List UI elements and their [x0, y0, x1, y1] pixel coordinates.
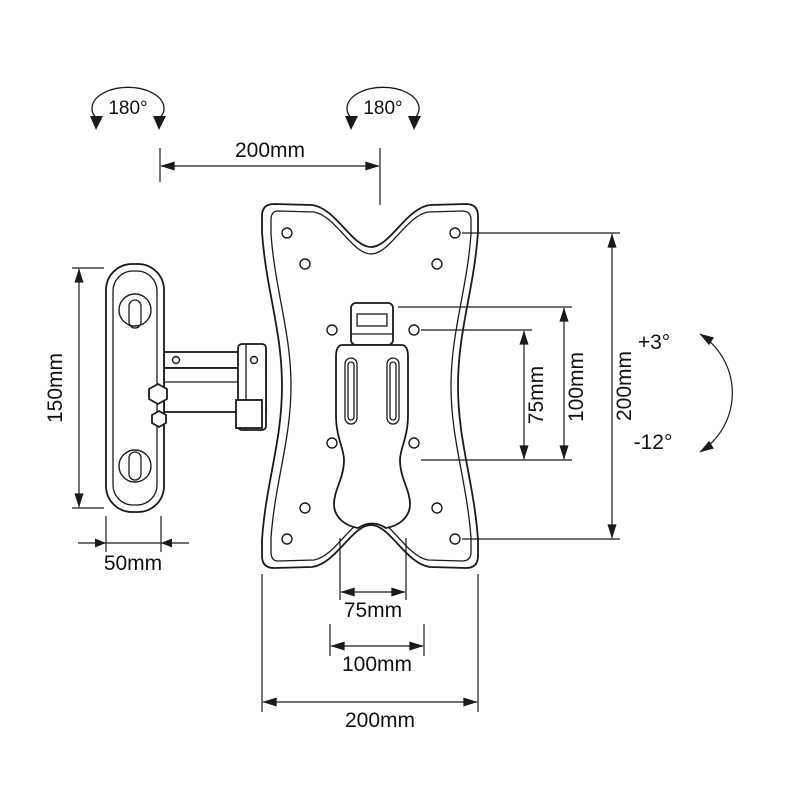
dimension-bottom-100: 100mm	[329, 624, 425, 676]
screw-hole	[408, 437, 420, 449]
arm-screw	[249, 355, 259, 365]
dimension-right-200: 200mm	[462, 232, 636, 540]
screw-hole	[431, 258, 443, 270]
rotation-left-label: 180°	[108, 98, 147, 119]
arrowhead-icon	[408, 116, 421, 130]
tilt-arc-icon	[699, 333, 733, 453]
pivot-nut	[148, 382, 168, 406]
rotation-symbol-right: 180°	[345, 86, 421, 130]
screw-hole	[299, 502, 311, 514]
bracket-body	[333, 344, 411, 529]
screw-hole	[431, 502, 443, 514]
dim-wall-height-label: 150mm	[44, 353, 67, 423]
screw-hole	[408, 324, 420, 336]
dim-bottom-75-label: 75mm	[344, 599, 402, 622]
screw-hole	[449, 227, 461, 239]
wall-plate-hole-bottom	[118, 449, 152, 483]
tilt-angles: +3° -12°	[634, 331, 733, 454]
tilt-down-label: -12°	[634, 431, 673, 454]
arm-screw	[171, 355, 181, 365]
wall-plate	[105, 263, 168, 513]
screw-hole	[326, 324, 338, 336]
vesa-plate-inner-outline	[270, 210, 472, 562]
rotation-arrow-icon	[91, 86, 165, 120]
arrowhead-icon	[153, 116, 166, 130]
dim-right-200-label: 200mm	[613, 351, 636, 421]
bracket-slot-right	[386, 357, 400, 425]
dimension-right-75: 75mm	[421, 329, 572, 461]
arm-joint-block	[235, 399, 263, 429]
bracket-slot-left-inner	[347, 361, 355, 421]
dimension-bottom-200: 200mm	[261, 574, 479, 732]
screw-hole	[326, 437, 338, 449]
bracket-slot-left	[344, 357, 358, 425]
pivot-nut-small	[151, 409, 167, 429]
dim-right-100-label: 100mm	[565, 352, 588, 422]
dimension-wall-width: 50mm	[78, 516, 189, 575]
rotation-right-label: 180°	[363, 98, 402, 119]
dimension-right-100: 100mm	[398, 306, 588, 460]
wall-plate-hole-top	[118, 293, 152, 327]
tilt-up-label: +3°	[638, 331, 670, 354]
arrowhead-icon	[345, 116, 358, 130]
dim-wall-width-label: 50mm	[104, 552, 162, 575]
mount-arm	[163, 343, 267, 431]
wall-plate-slot-bottom	[128, 451, 142, 481]
screw-hole	[299, 258, 311, 270]
bracket-slot-right-inner	[389, 361, 397, 421]
rotation-symbol-left: 180°	[90, 86, 166, 130]
vesa-holes	[281, 227, 461, 545]
center-bracket	[333, 302, 411, 529]
dim-bottom-100-label: 100mm	[342, 653, 412, 676]
arrowhead-icon	[90, 116, 103, 130]
dim-bottom-200-label: 200mm	[345, 709, 415, 732]
dimension-top-width: 200mm	[159, 139, 381, 205]
dimension-bottom-75: 75mm	[339, 538, 407, 622]
screw-hole	[281, 533, 293, 545]
dim-right-75-label: 75mm	[525, 366, 548, 424]
dimension-wall-height: 150mm	[44, 267, 104, 509]
wall-plate-slot-top	[128, 299, 142, 329]
screw-hole	[449, 533, 461, 545]
rotation-arrow-icon	[346, 86, 420, 120]
dim-top-width-label: 200mm	[235, 139, 305, 162]
screw-hole	[281, 227, 293, 239]
bracket-latch-detail	[356, 313, 388, 327]
